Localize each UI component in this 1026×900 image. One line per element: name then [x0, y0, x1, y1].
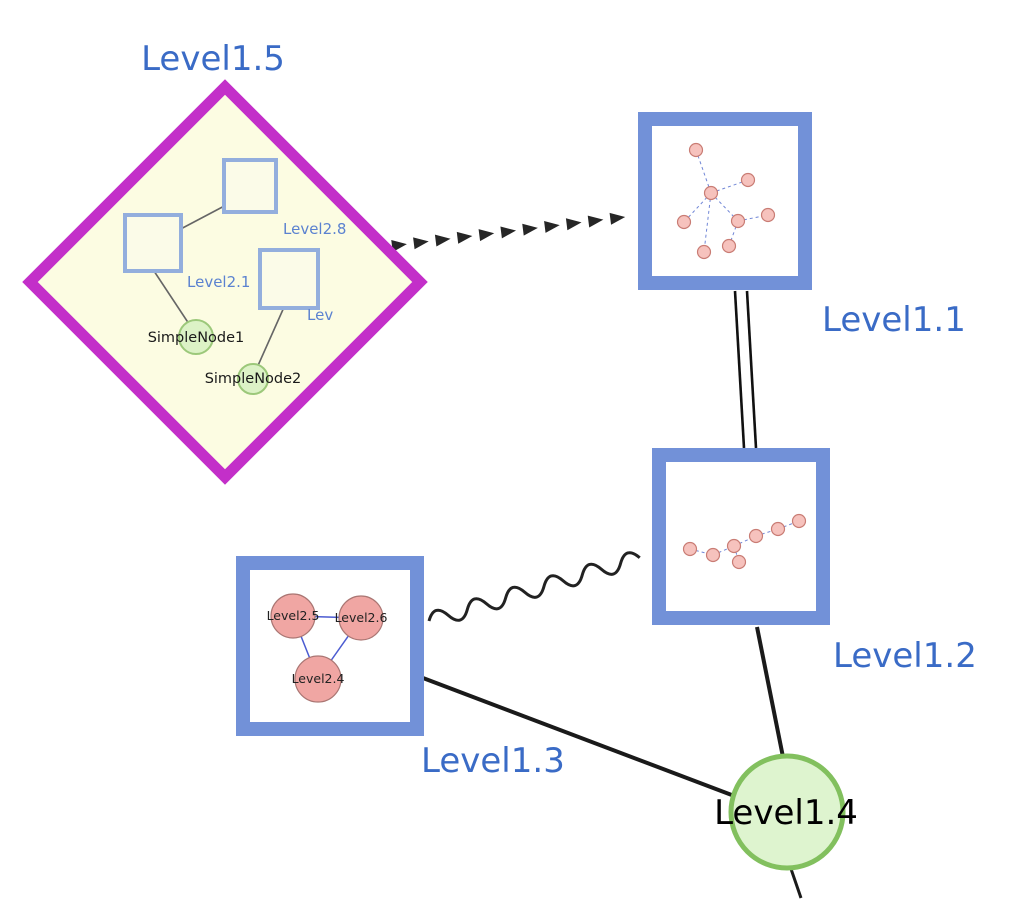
mini-node[interactable]: [705, 547, 721, 563]
arrow-dash-icon: [565, 218, 582, 231]
mini-graph-level1-2-nodes: [682, 513, 807, 570]
node-level1-2-group: Level1.2: [652, 448, 977, 676]
inner-edge-square-top-square-left[interactable]: [174, 202, 231, 233]
label-level2-8: Level2.8: [283, 220, 346, 238]
node-level2-6[interactable]: [338, 595, 384, 641]
label-simplenode1: SimpleNode1: [148, 330, 245, 346]
arrow-dash-icon: [544, 221, 560, 233]
node-simplenode2[interactable]: [237, 363, 269, 395]
arrow-dash-icon: [500, 226, 517, 239]
mini-node[interactable]: [682, 541, 698, 557]
arrow-dash-icon: [522, 223, 538, 236]
edge-level12-level14[interactable]: [755, 626, 785, 758]
node-level1-1-group: Level1.1: [638, 112, 966, 340]
node-level2-right[interactable]: [258, 248, 320, 310]
node-level1-2[interactable]: [652, 448, 830, 625]
arrow-dash-icon: [413, 237, 429, 250]
mini-node[interactable]: [688, 142, 704, 158]
node-level2-4[interactable]: [294, 655, 342, 703]
node-level1-5[interactable]: [22, 79, 428, 485]
node-level2-8[interactable]: [222, 158, 278, 214]
arrow-dash-icon: [434, 234, 451, 247]
edge-level13-level12-group: [427, 550, 642, 629]
edge-line: [745, 290, 758, 449]
label-level2-1: Level2.1: [187, 273, 250, 291]
mini-node[interactable]: [726, 538, 742, 554]
mini-node[interactable]: [676, 214, 692, 230]
arrow-dash-icon: [456, 231, 473, 244]
mini-node[interactable]: [730, 213, 746, 229]
mini-graph-level1-1-nodes: [676, 142, 776, 260]
inner-edge-square-right-simplenode2[interactable]: [255, 304, 286, 371]
label-level1-3: Level1.3: [421, 741, 565, 781]
mini-node[interactable]: [731, 554, 747, 570]
label-level1-5: Level1.5: [141, 39, 285, 79]
label-level1-2: Level1.2: [833, 636, 977, 676]
mini-node[interactable]: [740, 172, 756, 188]
arrow-dash-icon: [609, 212, 626, 225]
node-level2-5[interactable]: [270, 593, 316, 639]
label-level1-1: Level1.1: [822, 300, 966, 340]
label-level2-6: Level2.6: [335, 610, 388, 625]
label-level2-5: Level2.5: [267, 608, 320, 623]
node-simplenode1[interactable]: [178, 319, 214, 355]
mini-node[interactable]: [748, 528, 764, 544]
mini-node[interactable]: [703, 185, 719, 201]
mini-edge[interactable]: [703, 192, 712, 253]
edge-level11-level12[interactable]: [733, 290, 758, 449]
mini-node[interactable]: [721, 238, 737, 254]
edge-level15-level11[interactable]: [391, 211, 626, 252]
mini-node[interactable]: [791, 513, 807, 529]
node-level2-1[interactable]: [123, 213, 183, 273]
arrow-dash-icon: [587, 215, 604, 228]
label-level1-4: Level1.4: [714, 793, 858, 833]
arrow-dash-icon: [391, 240, 407, 252]
mini-node[interactable]: [696, 244, 712, 260]
edge-level13-level14[interactable]: [422, 676, 738, 799]
node-level1-1[interactable]: [638, 112, 812, 290]
arrow-dash-icon: [478, 229, 495, 242]
edge-line: [733, 290, 746, 449]
inner-edge-square-left-simplenode1[interactable]: [151, 267, 194, 331]
node-level1-3[interactable]: [236, 556, 424, 736]
mini-node[interactable]: [760, 207, 776, 223]
mini-edge[interactable]: [695, 149, 712, 194]
edge-level14-offscreen[interactable]: [788, 865, 803, 899]
node-level1-3-group: Level2.5 Level2.6 Level2.4 Level1.3: [236, 556, 565, 781]
mini-node[interactable]: [770, 521, 786, 537]
node-level1-4-group: Level1.4: [714, 753, 858, 871]
node-level1-4[interactable]: [728, 753, 846, 871]
mini-edge[interactable]: [728, 220, 739, 247]
label-level2-right: Lev: [307, 306, 333, 324]
label-simplenode2: SimpleNode2: [205, 371, 302, 387]
node-level1-5-group: Level2.8 Level2.1 Lev SimpleNode1 Simple…: [22, 39, 428, 485]
label-level2-4: Level2.4: [292, 671, 345, 686]
edge-level13-level12[interactable]: [427, 550, 642, 629]
